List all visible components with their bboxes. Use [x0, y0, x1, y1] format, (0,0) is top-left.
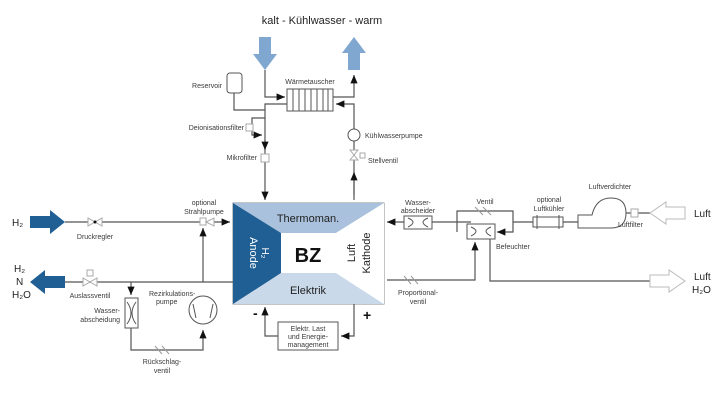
humidifier-label: Befeuchter: [496, 244, 531, 251]
heat-exchanger-label: Wärmetauscher: [285, 79, 335, 86]
compressor-label: Luftverdichter: [589, 184, 632, 191]
outlet-valve-icon: [82, 277, 98, 287]
electric-label: Elektrik: [290, 285, 327, 297]
electric-section: [233, 273, 384, 304]
pressure-regulator-label: Druckregler: [77, 234, 114, 241]
jet-pump-icon: [199, 217, 207, 226]
cathode-section: [336, 203, 384, 304]
coolant-line-in: [264, 70, 285, 101]
anode-exhaust-arrow-icon: [30, 270, 65, 294]
air-out-label-1: Luft: [694, 272, 711, 283]
air-out-label-2: H₂O: [692, 285, 711, 296]
load-label-2: und Energie-: [288, 334, 329, 341]
water-sep-label-1: Wasser-: [94, 308, 120, 315]
control-valve-label: Stellventil: [368, 158, 398, 165]
h2-inlet-arrow-icon: [30, 210, 65, 234]
jet-pump-label-1: optional: [192, 200, 217, 207]
exhaust-h2-label: H₂: [14, 264, 25, 275]
air-filter-label: Luftfilter: [618, 222, 644, 229]
bypass-valve-icon: [474, 206, 492, 216]
load-label-1: Elektr. Last: [291, 326, 326, 333]
reservoir-label: Reservoir: [192, 83, 223, 90]
heat-exchanger-fins: [292, 89, 329, 111]
water-sep-label-2: abscheidung: [80, 317, 120, 324]
air-outlet-arrow-icon: [649, 269, 686, 293]
recirc-pump-icon: [188, 295, 218, 325]
air-inlet-label: Luft: [694, 209, 711, 220]
anode-h2-label: H₂: [259, 247, 270, 258]
anode-section: [233, 203, 281, 304]
water-separator-label-2: abscheider: [401, 208, 436, 215]
microfilter-label: Mikrofilter: [227, 155, 258, 162]
humidifier-glyph: [470, 226, 492, 237]
coolant-return-line: [336, 100, 355, 195]
air-cooler-icon: [532, 216, 564, 228]
exhaust-h2o-label: H₂O: [12, 290, 31, 301]
reservoir-icon: [226, 72, 243, 94]
load-box: [277, 321, 339, 351]
prop-valve-label-2: ventil: [410, 299, 427, 306]
exhaust-n-label: N: [16, 277, 23, 288]
water-separation-glyph: [126, 301, 137, 325]
air-cooler-label-2: Luftkühler: [534, 206, 565, 213]
plus-terminal: +: [363, 307, 371, 323]
recirc-pump-label-1: Rezirkulations-: [149, 291, 196, 298]
coolant-in-arrow-icon: [253, 37, 277, 70]
air-filter-icon: [630, 208, 639, 218]
cathode-exhaust-line: [387, 242, 479, 281]
prop-valve-label-1: Proportional-: [398, 290, 439, 297]
reservoir-line: [233, 93, 265, 111]
water-separator-glyph: [407, 217, 429, 228]
coolant-supply-line: [261, 103, 287, 200]
microfilter-icon: [260, 153, 270, 163]
jet-pump-label-2: Strahlpumpe: [184, 209, 224, 216]
outlet-valve-label: Auslassventil: [70, 293, 111, 300]
coolant-out-arrow-icon: [342, 37, 366, 70]
cathode-label: Kathode: [361, 233, 373, 274]
check-valve-icon: [154, 345, 170, 355]
check-valve-label-1: Rückschlag-: [143, 359, 182, 366]
coolant-pump-icon: [347, 128, 361, 142]
control-valve-actuator-icon: [359, 152, 366, 159]
thermo-section: [233, 203, 384, 233]
anode-label: Anode: [247, 237, 259, 269]
control-valve-icon: [348, 149, 360, 161]
coolant-line-out: [333, 75, 358, 98]
check-valve-label-2: ventil: [154, 368, 171, 375]
deion-filter-label: Deionisationsfilter: [189, 125, 245, 132]
thermo-label: Thermoman.: [277, 213, 339, 225]
water-separator-label-1: Wasser-: [405, 200, 431, 207]
deion-bypass-line: [251, 117, 265, 139]
pressure-regulator-dot: [93, 220, 97, 224]
humidifier-bypass-line: [456, 210, 514, 236]
coolant-title: kalt - Kühlwasser - warm: [262, 15, 382, 27]
bypass-valve-label: Ventil: [476, 199, 494, 206]
outlet-valve-actuator-icon: [86, 269, 94, 277]
load-plus-line: [341, 304, 355, 340]
prop-valve-icon: [403, 275, 419, 285]
air-cooler-label-1: optional: [537, 197, 562, 204]
fuel-cell-stack: [232, 202, 385, 305]
load-label-3: management: [288, 342, 329, 349]
load-minus-line: [261, 307, 278, 337]
humidifier-icon: [466, 223, 496, 240]
cathode-air-label: Luft: [346, 244, 358, 262]
compressor-icon: [577, 197, 627, 229]
heat-exchanger-icon: [286, 88, 334, 112]
minus-terminal: -: [253, 305, 258, 321]
bz-label: BZ: [295, 245, 322, 267]
air-inlet-arrow-icon: [649, 201, 686, 225]
coolant-pump-label: Kühlwasserpumpe: [365, 133, 423, 140]
air-exhaust-line: [489, 239, 650, 282]
recirc-pump-glyph: [192, 303, 214, 319]
jet-pump-nozzle-icon: [204, 217, 215, 227]
h2-inlet-label: H₂: [12, 218, 23, 229]
recirc-pump-label-2: pumpe: [156, 299, 178, 306]
deion-filter-icon: [245, 123, 254, 132]
check-valve-line: [130, 328, 207, 351]
